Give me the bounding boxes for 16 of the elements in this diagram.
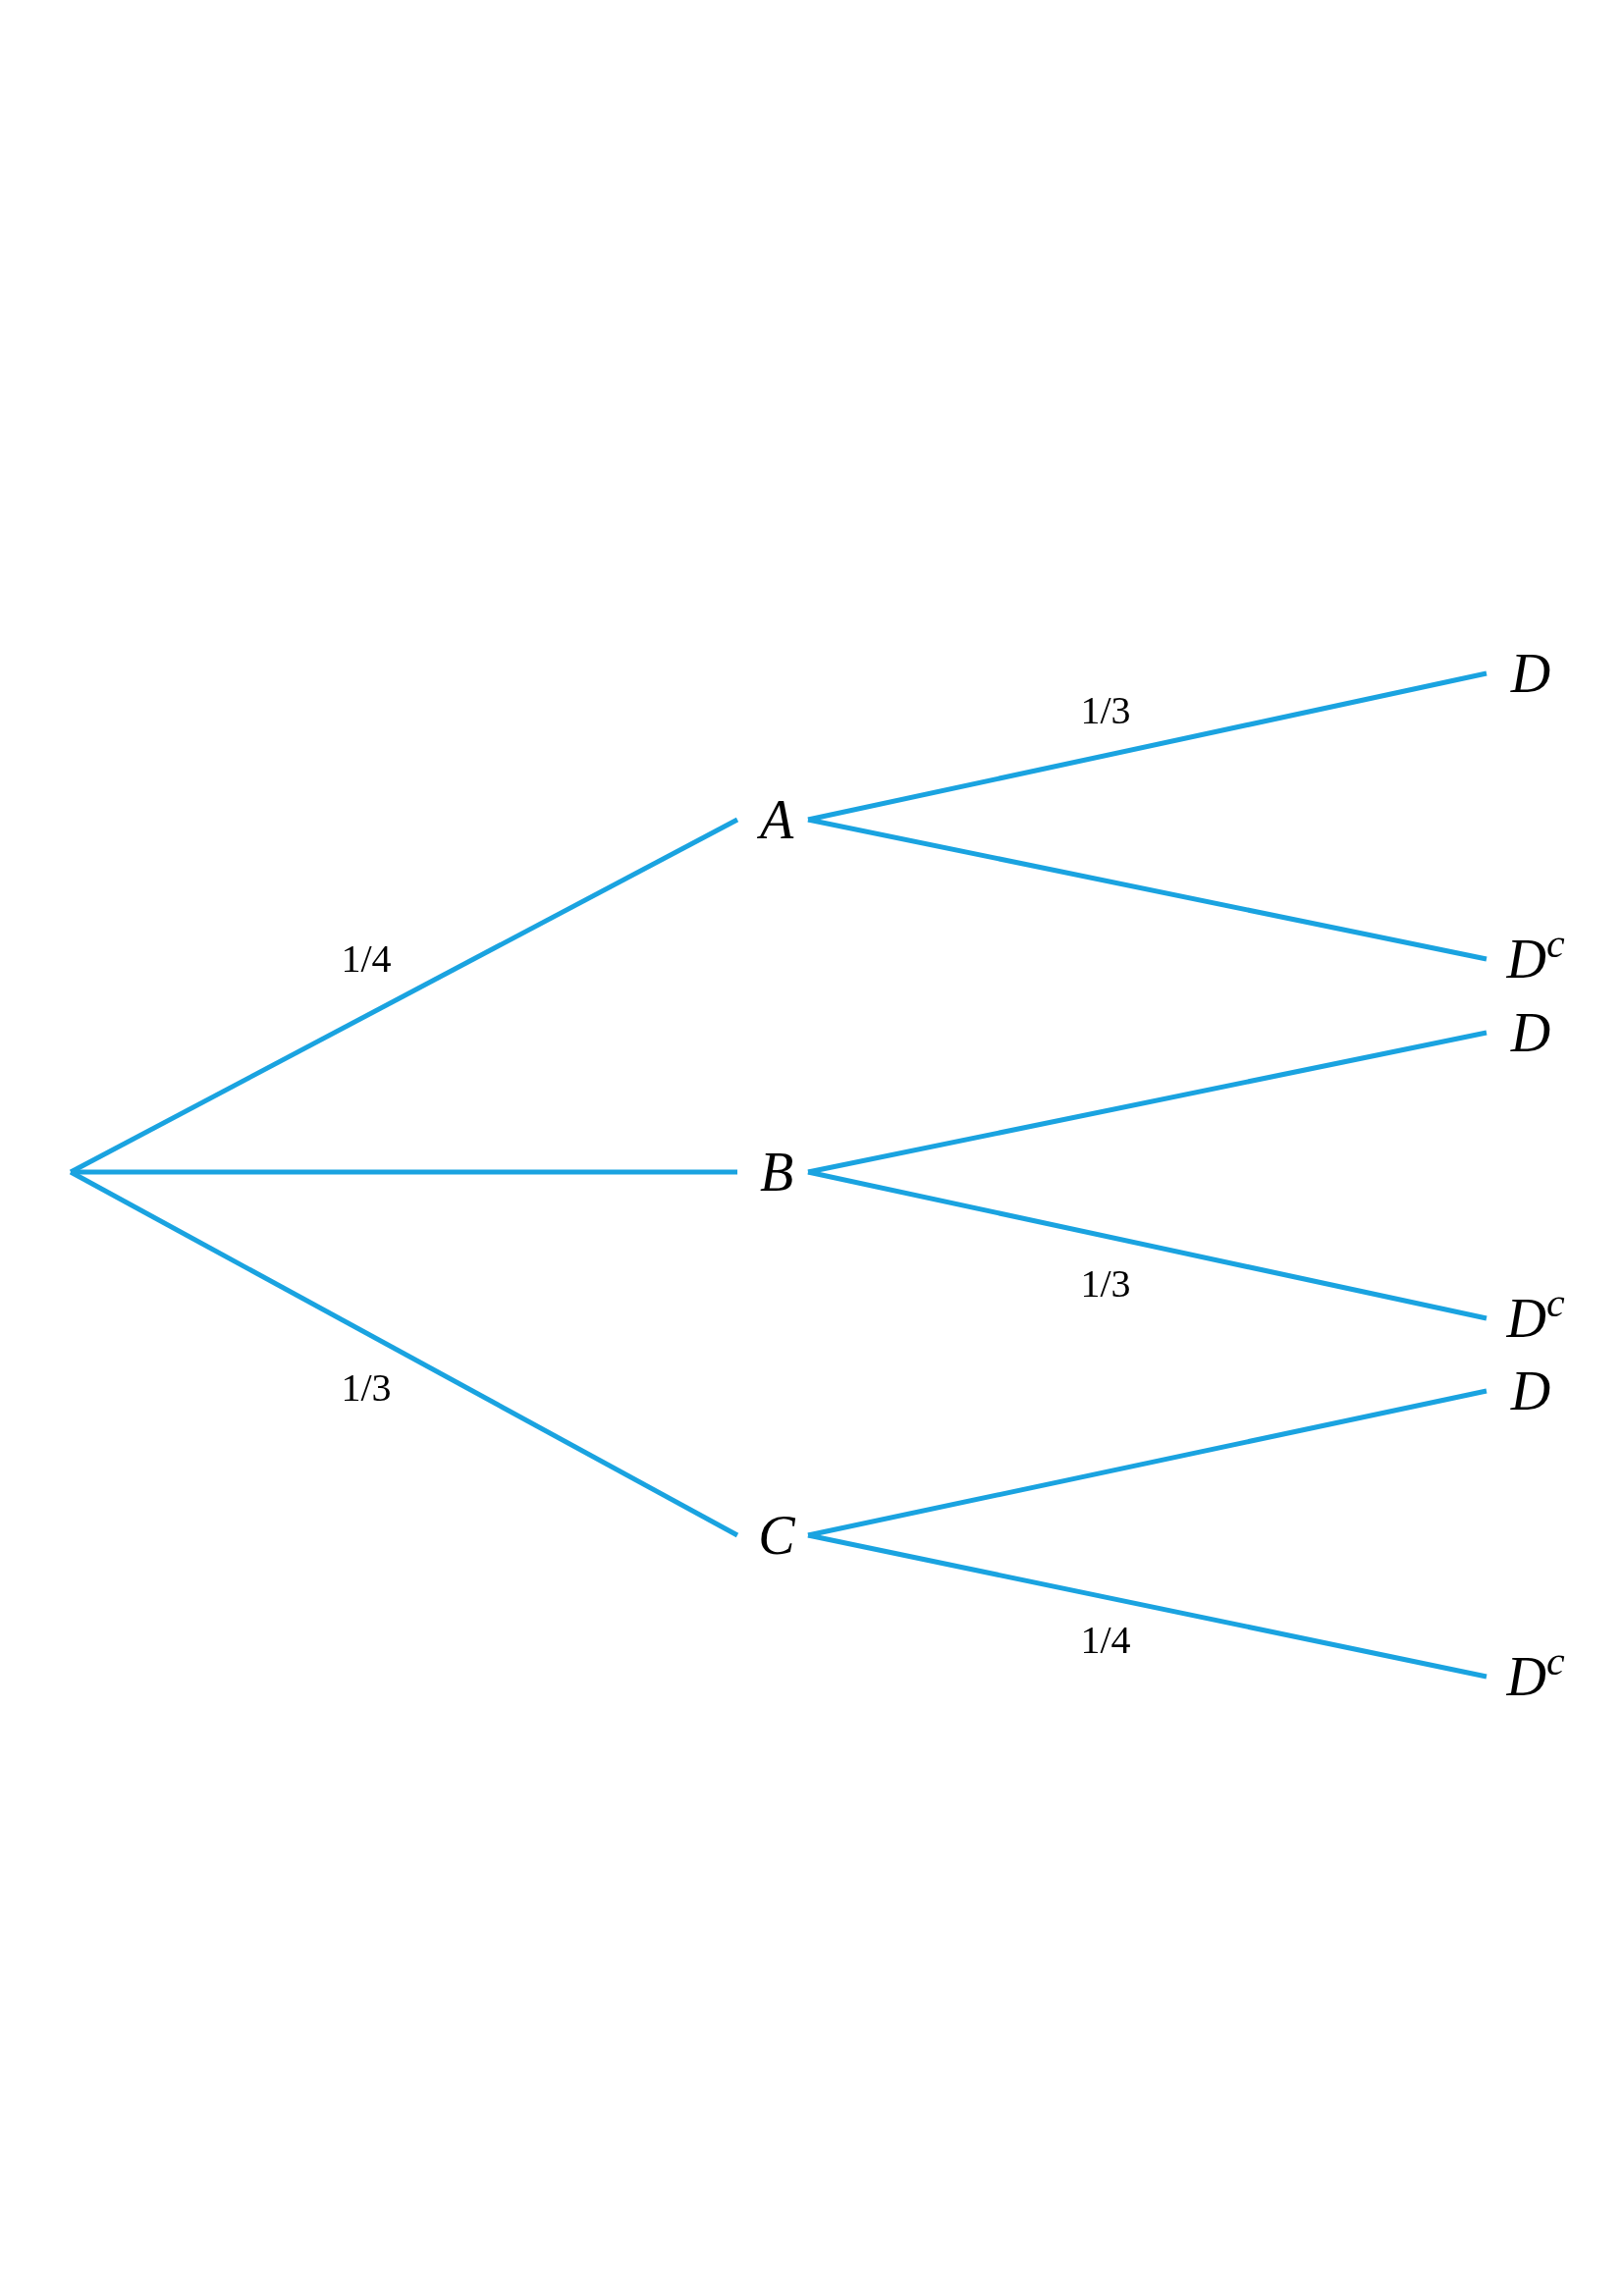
outcome-label: D [1487, 998, 1575, 1067]
branch-line [807, 670, 1488, 823]
branch-line [807, 1030, 1488, 1175]
branch-line [807, 1388, 1488, 1538]
outcome-label: D$^{c}$ [1487, 925, 1585, 993]
outcome-label: D$^{c}$ [1487, 1642, 1585, 1711]
outcome-label: A [737, 785, 816, 854]
outcome-label: D$^{c}$ [1487, 1284, 1585, 1353]
branch-line [807, 817, 1488, 962]
outcome-label: B [737, 1138, 816, 1206]
branch-line [807, 1169, 1488, 1321]
outcome-label: D [1487, 1357, 1575, 1425]
branch-line [807, 1532, 1488, 1680]
branch-line [69, 1169, 739, 1538]
outcome-label: D [1487, 639, 1575, 708]
outcome-label: C [737, 1501, 816, 1570]
